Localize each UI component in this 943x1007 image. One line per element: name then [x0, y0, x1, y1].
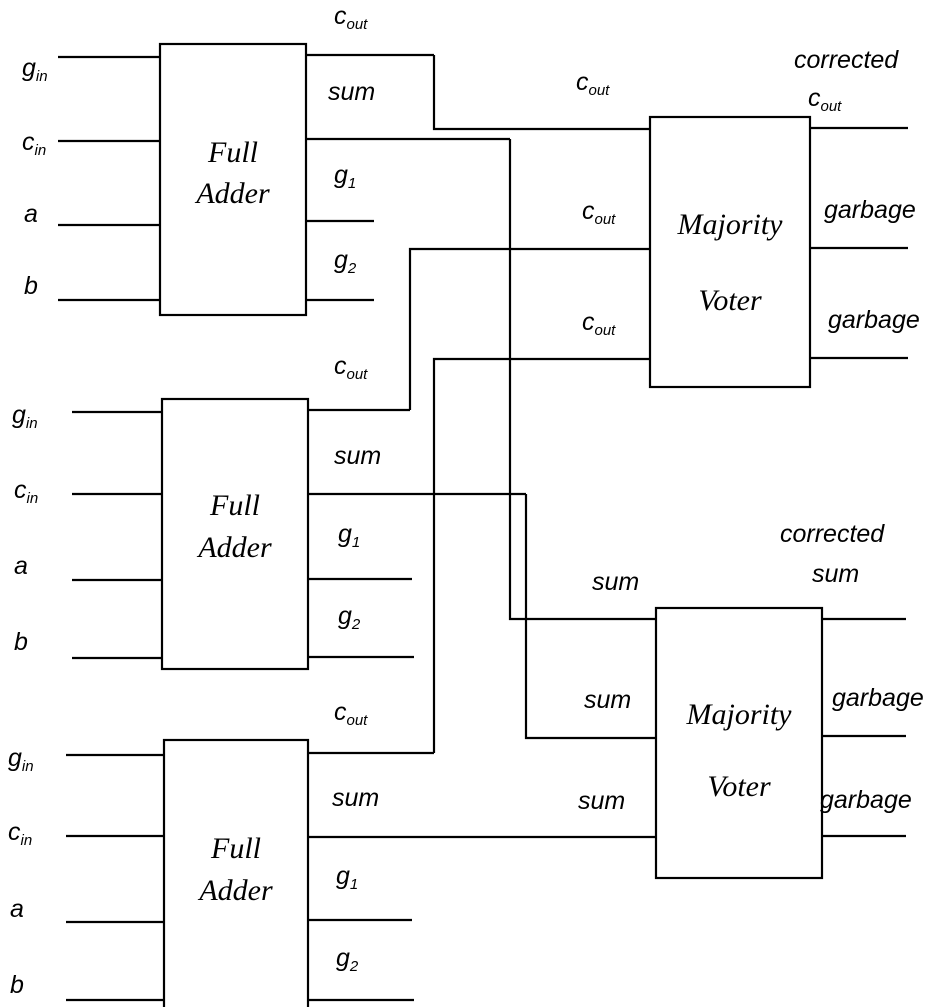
majority-voter-1: Majority Voter cout cout cout corrected …	[576, 46, 920, 389]
majority-voter-2-title-line2: Voter	[707, 770, 771, 803]
full-adder-1-title-line1: Full	[207, 136, 258, 169]
majority-voter-1-title-line2: Voter	[698, 284, 762, 317]
mv1-garbage2-label: garbage	[828, 306, 920, 334]
mv2-input3-label: sum	[578, 787, 625, 815]
fa3-cin-label: cin	[8, 818, 32, 849]
route-fa1-sum-to-mv2	[508, 139, 656, 621]
mv1-input2-label: cout	[582, 197, 616, 228]
full-adder-1: Full Adder gin cin a b cout sum g1 g2	[22, 2, 510, 317]
route-fa2-sum-to-mv2	[524, 494, 656, 740]
full-adder-3-box	[162, 738, 310, 1007]
fa3-gin-label: gin	[8, 744, 34, 775]
majority-voter-1-box	[648, 115, 812, 389]
fa1-b-label: b	[24, 272, 38, 300]
full-adder-2-title-line2: Adder	[196, 531, 272, 564]
mv2-corrected-label-line2: sum	[812, 560, 859, 588]
full-adder-2-title-line1: Full	[209, 489, 260, 522]
fa2-cout-label: cout	[334, 352, 368, 383]
fa3-a-label: a	[10, 895, 24, 923]
route-fa1-cout-to-mv1	[432, 55, 650, 131]
fa3-g2-label: g2	[336, 944, 359, 975]
fa1-g2-label: g2	[334, 246, 357, 277]
fa1-g1-label: g1	[334, 161, 356, 192]
full-adder-2: Full Adder gin cin a b cout sum g1 g2	[12, 352, 526, 671]
route-fa3-cout-to-mv1	[432, 357, 650, 753]
fa2-g2-label: g2	[338, 602, 361, 633]
fa2-sum-label: sum	[334, 442, 381, 470]
fa1-cout-label: cout	[334, 2, 368, 33]
fa2-gin-label: gin	[12, 401, 38, 432]
full-adder-3-title-line1: Full	[210, 832, 261, 865]
full-adder-3-title-line2: Adder	[197, 874, 273, 907]
mv2-input2-label: sum	[584, 686, 631, 714]
full-adder-3: Full Adder gin cin a b cout sum g1 g2	[8, 698, 656, 1007]
mv1-corrected-label-line2: cout	[808, 84, 842, 115]
fa1-cin-label: cin	[22, 128, 46, 159]
majority-voter-1-title-line1: Majority	[677, 208, 784, 241]
mv1-input3-label: cout	[582, 308, 616, 339]
mv2-input1-label: sum	[592, 568, 639, 596]
fa2-b-label: b	[14, 628, 28, 656]
fa1-gin-label: gin	[22, 54, 48, 85]
majority-voter-2-box	[654, 606, 824, 880]
fa1-a-label: a	[24, 200, 38, 228]
fa3-b-label: b	[10, 971, 24, 999]
majority-voter-2: Majority Voter sum sum sum corrected sum…	[578, 520, 924, 880]
fa3-sum-label: sum	[332, 784, 379, 812]
fa3-cout-label: cout	[334, 698, 368, 729]
mv1-input1-label: cout	[576, 68, 610, 99]
full-adder-1-title-line2: Adder	[194, 177, 270, 210]
fa2-g1-label: g1	[338, 520, 360, 551]
routing-wires	[408, 55, 656, 753]
full-adder-1-box	[158, 42, 308, 317]
mv2-garbage2-label: garbage	[820, 786, 912, 814]
fa2-a-label: a	[14, 552, 28, 580]
fa3-g1-label: g1	[336, 862, 358, 893]
fa2-cin-label: cin	[14, 476, 38, 507]
full-adder-2-box	[160, 397, 310, 671]
mv2-corrected-label-line1: corrected	[780, 520, 885, 548]
mv2-garbage1-label: garbage	[832, 684, 924, 712]
majority-voter-2-title-line1: Majority	[686, 698, 793, 731]
fa1-sum-label: sum	[328, 78, 375, 106]
route-fa2-cout-to-mv1	[408, 247, 650, 410]
mv1-corrected-label-line1: corrected	[794, 46, 899, 74]
mv1-garbage1-label: garbage	[824, 196, 916, 224]
